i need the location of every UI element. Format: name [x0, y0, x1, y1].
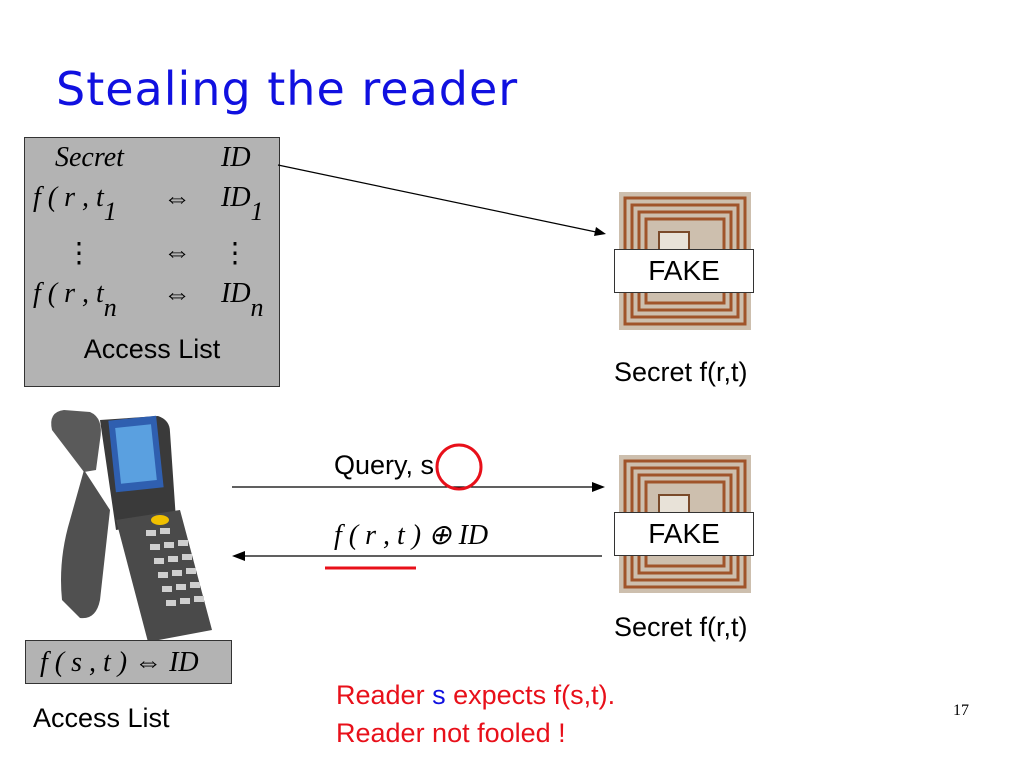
query-param: s — [420, 450, 435, 480]
red-circle-highlight — [435, 443, 483, 491]
handheld-reader-icon — [51, 410, 212, 642]
response-formula: f ( r , t ) ⊕ ID — [334, 520, 489, 551]
conclusion-var: s — [432, 680, 446, 710]
slide-title: Stealing the reader — [56, 62, 519, 116]
rown-id-text: ID — [221, 278, 251, 309]
conclusion-line-2: Reader not fooled ! — [336, 718, 566, 748]
reader-access-label: Access List — [33, 703, 170, 733]
response-arrowhead — [232, 551, 245, 561]
row1-secret-sub: 1 — [103, 197, 117, 226]
header-id: ID — [221, 142, 251, 173]
access-row-1: f ( r , t1 — [33, 182, 117, 226]
link-arrowhead — [594, 227, 606, 236]
fake-badge-top: FAKE — [614, 249, 754, 293]
rown-secret-sub: n — [103, 293, 117, 322]
access-list-label: Access List — [83, 334, 221, 364]
rown-id: IDn — [221, 278, 264, 322]
access-list-table: Secret ID f ( r , t1 ⇔ ID1 ⋮ ⇔ ⋮ f ( r ,… — [24, 137, 280, 387]
conclusion-prefix: Reader — [336, 680, 433, 710]
row1-secret: f ( r , t — [33, 182, 104, 213]
page-number: 17 — [953, 702, 969, 719]
row1-id-text: ID — [221, 182, 251, 213]
row1-id-sub: 1 — [250, 197, 264, 226]
ellipsis-left: ⋮ — [65, 237, 93, 268]
ellipsis-right: ⋮ — [221, 237, 249, 268]
rown-equiv: ⇔ — [163, 278, 191, 309]
access-row-n: f ( r , tn — [33, 278, 117, 322]
conclusion-suffix: expects f(s,t). — [445, 680, 616, 710]
rown-secret: f ( r , t — [33, 278, 104, 309]
row1-id: ID1 — [221, 182, 264, 226]
query-text: Query, — [334, 450, 414, 480]
query-label: Query, s — [334, 450, 434, 481]
header-secret: Secret — [55, 142, 124, 173]
conclusion-line-1: Reader s expects f(s,t). — [336, 680, 615, 711]
tag-caption-top: Secret f(r,t) — [614, 357, 748, 387]
query-arrowhead — [592, 482, 605, 492]
reader-access-formula: f ( s , t ) ⇔ ID — [25, 640, 232, 684]
fake-badge-bottom: FAKE — [614, 512, 754, 556]
ellipsis-equiv: ⇔ — [163, 236, 191, 267]
row1-equiv: ⇔ — [163, 182, 191, 213]
link-arrow — [277, 164, 597, 233]
tag-caption-bottom: Secret f(r,t) — [614, 612, 748, 642]
rown-id-sub: n — [250, 293, 264, 322]
